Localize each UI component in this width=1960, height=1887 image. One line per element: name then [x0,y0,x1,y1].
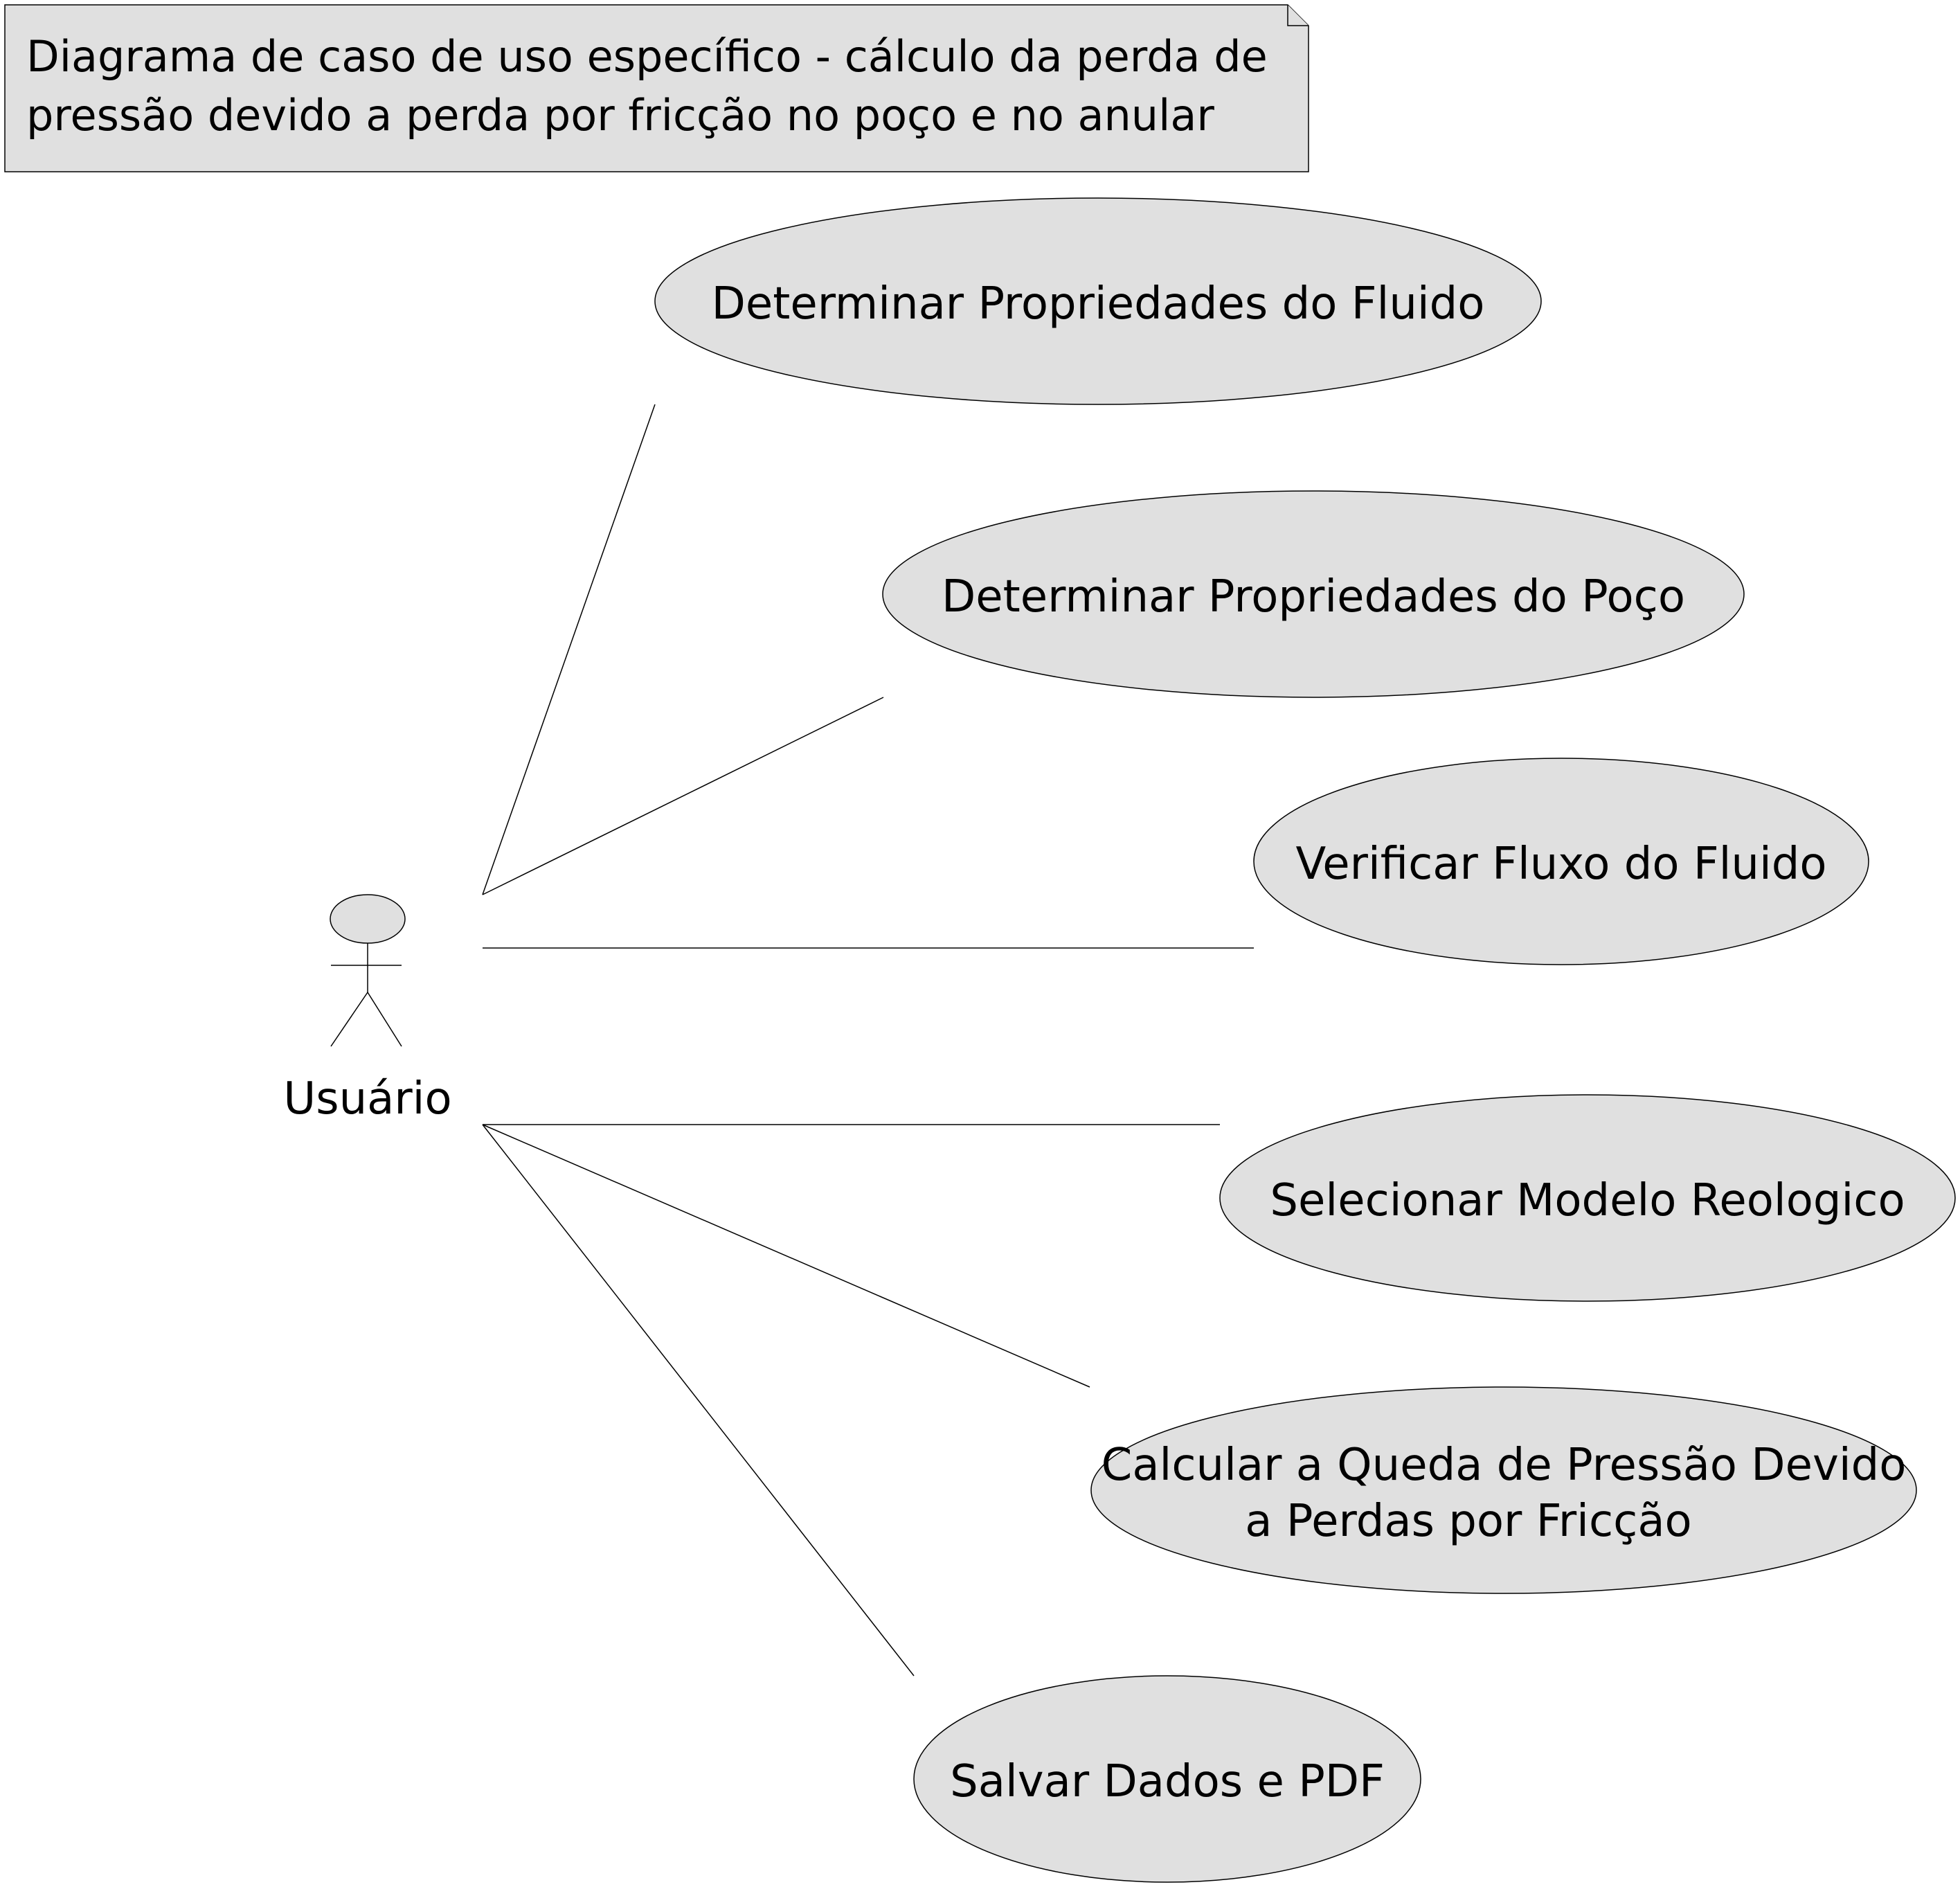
association-salvar [482,1124,915,1676]
use-case-shape [1219,1094,1956,1302]
use-case-label: Selecionar Modelo Reologico [1270,1175,1905,1226]
note-fold [1287,5,1309,26]
use-case-label-line-1: Calcular a Queda de Pressão Devido [1102,1440,1907,1491]
note-shape [4,4,1309,172]
association-queda [482,1124,1090,1388]
use-case-label: Verificar Fluxo do Fluido [1295,839,1826,890]
use-case-shape [882,490,1745,698]
use-case-label: Determinar Propriedades do Poço [942,571,1685,623]
use-case-shape [913,1675,1421,1883]
association-fluido [482,404,656,895]
diagram-title-note: Diagrama de caso de uso específico - cál… [4,4,1309,172]
actor-label: Usuário [283,1073,451,1125]
use-case-selecionar-modelo-reologico: Selecionar Modelo Reologico [1219,1094,1956,1302]
use-case-determinar-propriedades-poco: Determinar Propriedades do Poço [882,490,1745,698]
actor-right-leg [367,992,402,1047]
associations [482,404,1254,1676]
note-line-2: pressão devido a perda por fricção no po… [26,90,1214,141]
association-poco [482,697,884,895]
use-case-shape [654,197,1542,405]
actor-left-leg [330,992,368,1047]
actor-head [330,894,406,944]
note-line-1: Diagrama de caso de uso específico - cál… [26,31,1268,82]
use-case-label: Determinar Propriedades do Fluido [712,278,1485,330]
use-case-verificar-fluxo-fluido: Verificar Fluxo do Fluido [1253,758,1869,965]
use-case-shape [1253,758,1869,965]
use-case-calcular-queda-pressao: Calcular a Queda de Pressão Devido a Per… [1090,1386,1917,1594]
use-case-label: Salvar Dados e PDF [950,1756,1385,1807]
use-case-determinar-propriedades-fluido: Determinar Propriedades do Fluido [654,197,1542,405]
use-case-shape [1090,1386,1917,1594]
actor-usuario: Usuário [283,894,452,1125]
use-case-label-line-2: a Perdas por Fricção [1245,1496,1691,1547]
use-case-salvar-dados-pdf: Salvar Dados e PDF [913,1675,1421,1883]
